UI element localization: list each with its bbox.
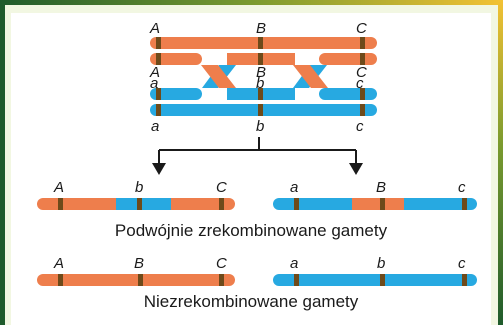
parent-bands	[156, 37, 365, 116]
locus-label: b	[256, 118, 264, 135]
locus-label: A	[149, 64, 160, 81]
locus-label: A	[149, 20, 160, 37]
locus-label: B	[376, 179, 386, 196]
parent-bottom-labels: a b c	[151, 118, 364, 135]
arrowhead-left	[152, 163, 166, 175]
crossover-bridges	[201, 65, 328, 88]
locus-label: C	[356, 64, 367, 81]
locus-label: B	[256, 64, 266, 81]
frame-top-edge	[0, 0, 503, 5]
locus-label: b	[135, 179, 143, 196]
locus-label: B	[256, 20, 266, 37]
parent-chromosomes: A B C A B C a b c a b c	[149, 20, 377, 135]
locus-label: c	[356, 118, 364, 135]
locus-label: c	[356, 75, 364, 92]
locus-label: C	[216, 255, 227, 272]
frame-right-edge	[498, 0, 503, 325]
non-recombinant-gamete-1: A B C	[37, 255, 235, 286]
arrowhead-right	[349, 163, 363, 175]
parent-orange-strand-top	[150, 37, 377, 49]
split-arrow	[158, 137, 357, 163]
locus-label: b	[377, 255, 385, 272]
locus-label: c	[458, 255, 466, 272]
frame-left-edge	[0, 0, 5, 325]
locus-label: c	[458, 179, 466, 196]
non-recombinant-gamete-2: a b c	[273, 255, 477, 286]
double-recombinant-gamete-1: A b C	[37, 179, 235, 210]
parent-mid-orange-labels: A B C	[149, 64, 367, 81]
locus-label: A	[53, 179, 64, 196]
parent-top-labels: A B C	[149, 20, 367, 37]
locus-label: a	[150, 75, 158, 92]
double-recombinant-gamete-2: a B c	[273, 179, 477, 210]
locus-label: a	[290, 179, 298, 196]
locus-label: a	[290, 255, 298, 272]
non-recombinant-caption: Niezrekombinowane gamety	[144, 292, 359, 311]
locus-label: C	[216, 179, 227, 196]
locus-label: a	[151, 118, 159, 135]
locus-label: b	[256, 75, 264, 92]
locus-label: C	[356, 20, 367, 37]
parent-mid-blue-labels: a b c	[150, 75, 364, 92]
parent-blue-strand-bottom	[150, 104, 377, 116]
locus-label: B	[134, 255, 144, 272]
locus-label: A	[53, 255, 64, 272]
double-recombinant-caption: Podwójnie zrekombinowane gamety	[115, 221, 388, 240]
